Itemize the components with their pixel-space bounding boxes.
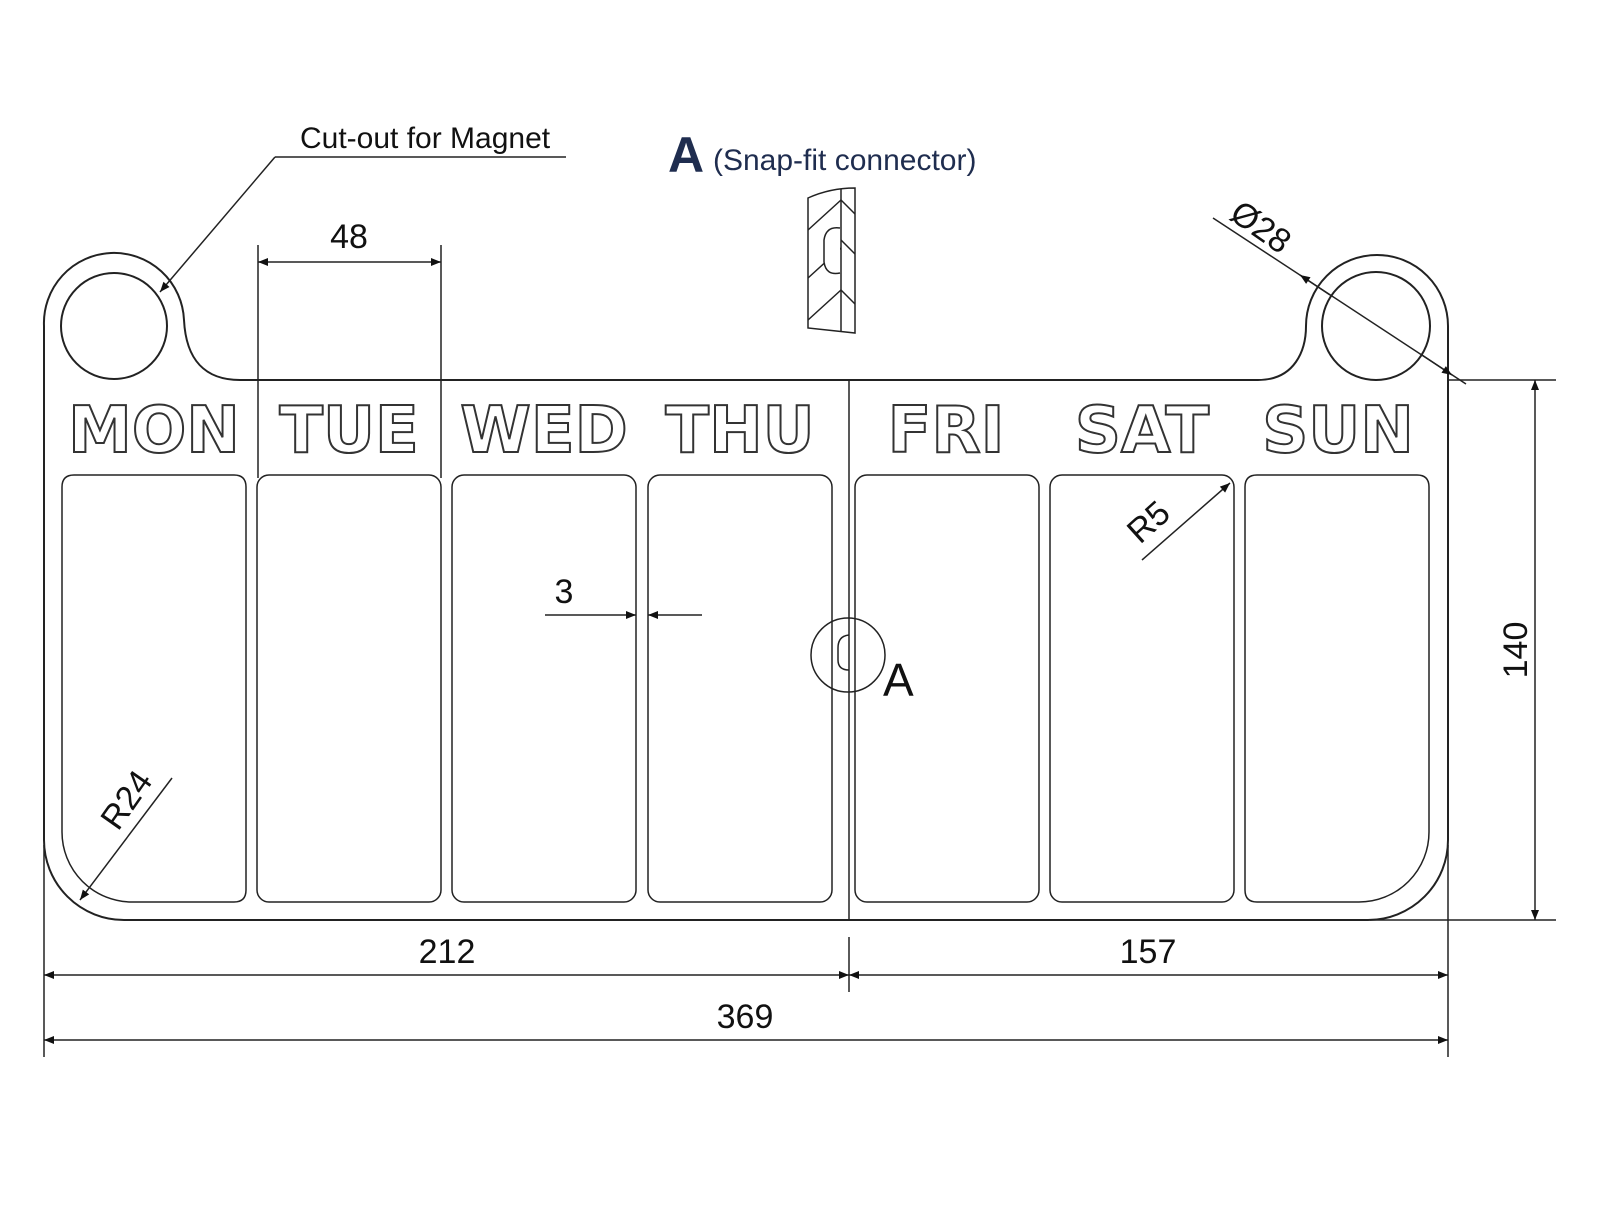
radius-leader-r5 (1141, 482, 1231, 561)
day-label-thu: THU (665, 394, 814, 468)
dimension-r5: R5 (1120, 494, 1178, 551)
compartment-tue (256, 474, 442, 903)
detail-circle-a (810, 617, 886, 693)
compartments (61, 474, 1430, 903)
dimension-48: 48 (330, 218, 368, 256)
dimension-157: 157 (1120, 933, 1177, 971)
compartment-wed (451, 474, 637, 903)
dimension-369: 369 (717, 998, 774, 1036)
diameter-arrow (1421, 354, 1453, 376)
compartment-fri (854, 474, 1040, 903)
compartment-mon (61, 474, 247, 903)
organizer-outline (42, 252, 1449, 921)
day-label-mon: MON (68, 394, 240, 468)
day-label-tue: TUE (279, 394, 418, 468)
day-label-fri: FRI (888, 394, 1005, 468)
diameter-arrow (1299, 274, 1331, 296)
dimension-212: 212 (419, 933, 476, 971)
day-label-sun: SUN (1262, 394, 1414, 468)
day-label-sat: SAT (1075, 394, 1210, 468)
compartment-thu (647, 474, 833, 903)
magnet-callout-label: Cut-out for Magnet (300, 122, 551, 155)
compartment-sat (1049, 474, 1235, 903)
callout-leader (159, 156, 276, 293)
snap-fit-connector-detail (807, 187, 856, 334)
dimension-3: 3 (555, 573, 574, 611)
dimension-diameter: Ø28 (1223, 193, 1297, 261)
magnet-cutout-left (60, 272, 168, 380)
magnet-cutout-right (1321, 271, 1431, 381)
detail-letter: A (668, 127, 704, 183)
detail-snap-shape (837, 634, 850, 671)
radius-leader-r24 (79, 777, 173, 901)
detail-caption: (Snap-fit connector) (713, 144, 976, 177)
dimension-r24: R24 (93, 764, 160, 837)
day-label-wed: WED (460, 394, 627, 468)
dimension-140: 140 (1497, 622, 1535, 679)
detail-marker-a: A (883, 654, 914, 706)
compartment-sun (1244, 474, 1430, 903)
